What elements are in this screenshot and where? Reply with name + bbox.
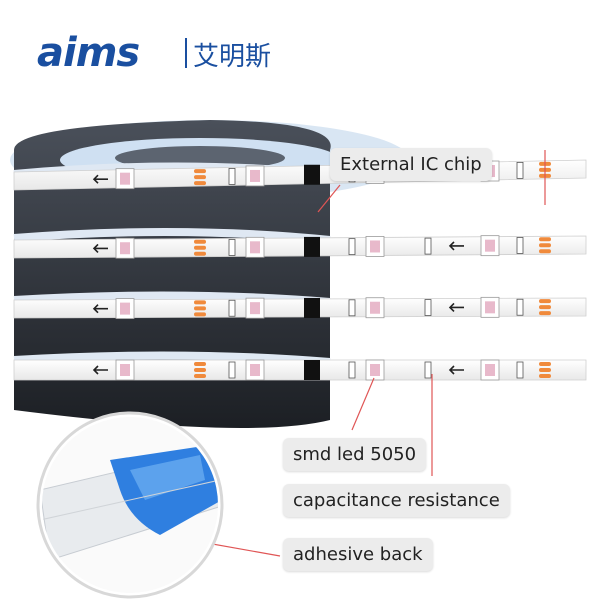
solder-pad xyxy=(194,362,206,366)
smd-component xyxy=(516,237,524,254)
led-die xyxy=(120,364,130,376)
direction-arrow xyxy=(448,241,464,251)
solder-pad xyxy=(194,181,206,186)
strip-body xyxy=(13,235,587,259)
direction-arrow xyxy=(448,365,464,375)
smd-component xyxy=(424,299,432,316)
brand-logo: aims xyxy=(37,30,140,76)
led-die xyxy=(120,242,130,255)
smd-component xyxy=(516,361,524,379)
ic-chip xyxy=(304,236,320,257)
solder-pad xyxy=(539,362,551,366)
strip-body xyxy=(13,297,587,319)
solder-pad xyxy=(539,299,551,304)
strip-body xyxy=(13,359,587,381)
solder-pad xyxy=(194,175,206,180)
led-strip xyxy=(13,296,587,320)
led-die xyxy=(120,172,130,185)
direction-arrow xyxy=(92,304,108,314)
smd-component xyxy=(228,168,236,185)
smd-component xyxy=(516,298,524,316)
solder-pad xyxy=(194,312,206,317)
direction-arrow xyxy=(448,302,464,313)
ic-chip xyxy=(304,297,320,318)
smd-component xyxy=(424,237,432,255)
smd-component xyxy=(228,361,236,379)
smd-component xyxy=(348,361,356,379)
solder-pad xyxy=(194,306,206,311)
callout-capacitance-resistance: capacitance resistance xyxy=(283,484,510,517)
solder-pad xyxy=(194,251,206,256)
solder-pad xyxy=(539,311,551,316)
led-strip xyxy=(13,235,587,259)
smd-component xyxy=(348,238,356,256)
smd-component xyxy=(424,361,432,379)
solder-pad xyxy=(539,237,551,242)
smd-component xyxy=(228,239,236,256)
led-die xyxy=(250,364,260,376)
solder-pad xyxy=(194,368,206,372)
logo-divider xyxy=(185,38,187,68)
led-die xyxy=(250,302,260,315)
led-die xyxy=(120,302,130,315)
callout-external-ic-chip: External IC chip xyxy=(330,148,492,181)
solder-pad xyxy=(539,305,551,310)
solder-pad xyxy=(194,169,206,174)
led-die xyxy=(370,364,380,376)
led-die xyxy=(370,240,380,253)
brand-logo-chinese: 艾明斯 xyxy=(193,42,272,72)
led-die xyxy=(485,364,495,376)
solder-pad xyxy=(539,368,551,372)
solder-pad xyxy=(539,374,551,378)
led-strip xyxy=(13,359,587,381)
solder-pad xyxy=(194,300,206,305)
led-die xyxy=(250,241,260,254)
led-die xyxy=(485,239,495,252)
solder-pad xyxy=(539,249,551,254)
adhesive-back-magnifier xyxy=(36,411,224,599)
led-die xyxy=(250,169,260,182)
smd-component xyxy=(228,299,236,317)
ic-chip xyxy=(304,164,320,185)
direction-arrow xyxy=(92,365,108,375)
led-die xyxy=(485,301,495,314)
direction-arrow xyxy=(92,243,108,253)
solder-pad xyxy=(194,245,206,250)
led-die xyxy=(370,301,380,314)
smd-component xyxy=(516,161,524,179)
callout-adhesive-back: adhesive back xyxy=(283,538,433,571)
ic-chip xyxy=(304,360,320,380)
smd-component xyxy=(348,299,356,317)
solder-pad xyxy=(194,374,206,378)
solder-pad xyxy=(539,243,551,248)
solder-pad xyxy=(194,239,206,244)
callout-smd-led: smd led 5050 xyxy=(283,438,427,471)
direction-arrow xyxy=(92,174,108,184)
